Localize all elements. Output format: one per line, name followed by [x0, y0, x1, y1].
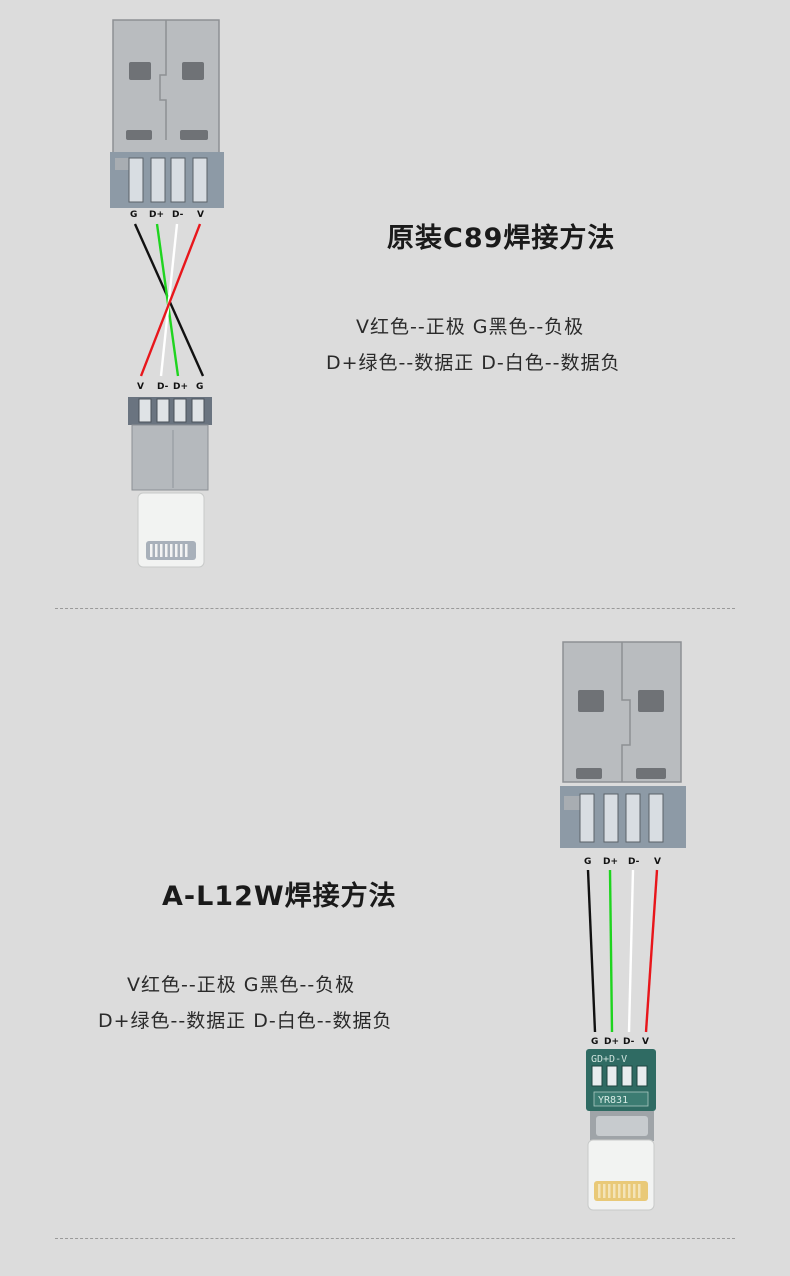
board-pin-label-g: G: [591, 1037, 598, 1047]
usb-pin-label-dminus: D-: [628, 857, 640, 867]
usb-a-plug-illustration: G D+ D- V V D- D+ G: [110, 19, 224, 568]
section-divider-bottom: [55, 1238, 735, 1239]
lightning-pcb: GD+D-V YR831: [586, 1049, 656, 1211]
usb-a-plug: [560, 641, 686, 848]
wire-green: [608, 869, 614, 1033]
wires-parallel: [586, 869, 659, 1033]
lightning-pin-label-g: G: [196, 382, 203, 392]
wire-red: [139, 223, 202, 377]
legend-line-1: V红色--正极 G黑色--负极: [356, 316, 585, 338]
wire-green: [155, 223, 180, 377]
wire-white: [627, 869, 635, 1033]
section-divider: [55, 608, 735, 609]
usb-pin-label-g: G: [130, 210, 137, 220]
usb-pin-label-dplus: D+: [149, 210, 164, 220]
usb-pin-label-g: G: [584, 857, 591, 867]
board-pin-label-dminus: D-: [623, 1037, 635, 1047]
wire-black: [586, 869, 597, 1033]
lightning-pin-label-dminus: D-: [157, 382, 169, 392]
board-pin-label-dplus: D+: [604, 1037, 619, 1047]
usb-a-plug-illustration: G D+ D- V G D+ D- V GD+D-V YR831: [560, 641, 686, 1211]
legend-line-1: V红色--正极 G黑色--负极: [127, 974, 356, 996]
legend-line-2: D+绿色--数据正 D-白色--数据负: [98, 1010, 393, 1032]
lightning-pin-label-v: V: [137, 382, 144, 392]
section-title: A-L12W焊接方法: [162, 881, 397, 912]
section-c89: G D+ D- V V D- D+ G: [0, 0, 790, 608]
lightning-pin-label-dplus: D+: [173, 382, 188, 392]
legend-line-2: D+绿色--数据正 D-白色--数据负: [326, 352, 621, 374]
wire-red: [644, 869, 659, 1033]
lightning-plug: [128, 397, 212, 568]
usb-a-plug: [110, 19, 224, 208]
pcb-chip-label: YR831: [598, 1095, 628, 1106]
usb-pin-label-v: V: [197, 210, 204, 220]
usb-pin-label-dplus: D+: [603, 857, 618, 867]
wire-white: [159, 223, 179, 377]
usb-pin-label-dminus: D-: [172, 210, 184, 220]
wires-crossed: [133, 223, 205, 377]
usb-pin-label-v: V: [654, 857, 661, 867]
board-pin-label-v: V: [642, 1037, 649, 1047]
section-a-l12w: G D+ D- V G D+ D- V GD+D-V YR831: [0, 608, 790, 1276]
section-title: 原装C89焊接方法: [387, 223, 616, 254]
pcb-silkscreen: GD+D-V: [591, 1054, 627, 1065]
